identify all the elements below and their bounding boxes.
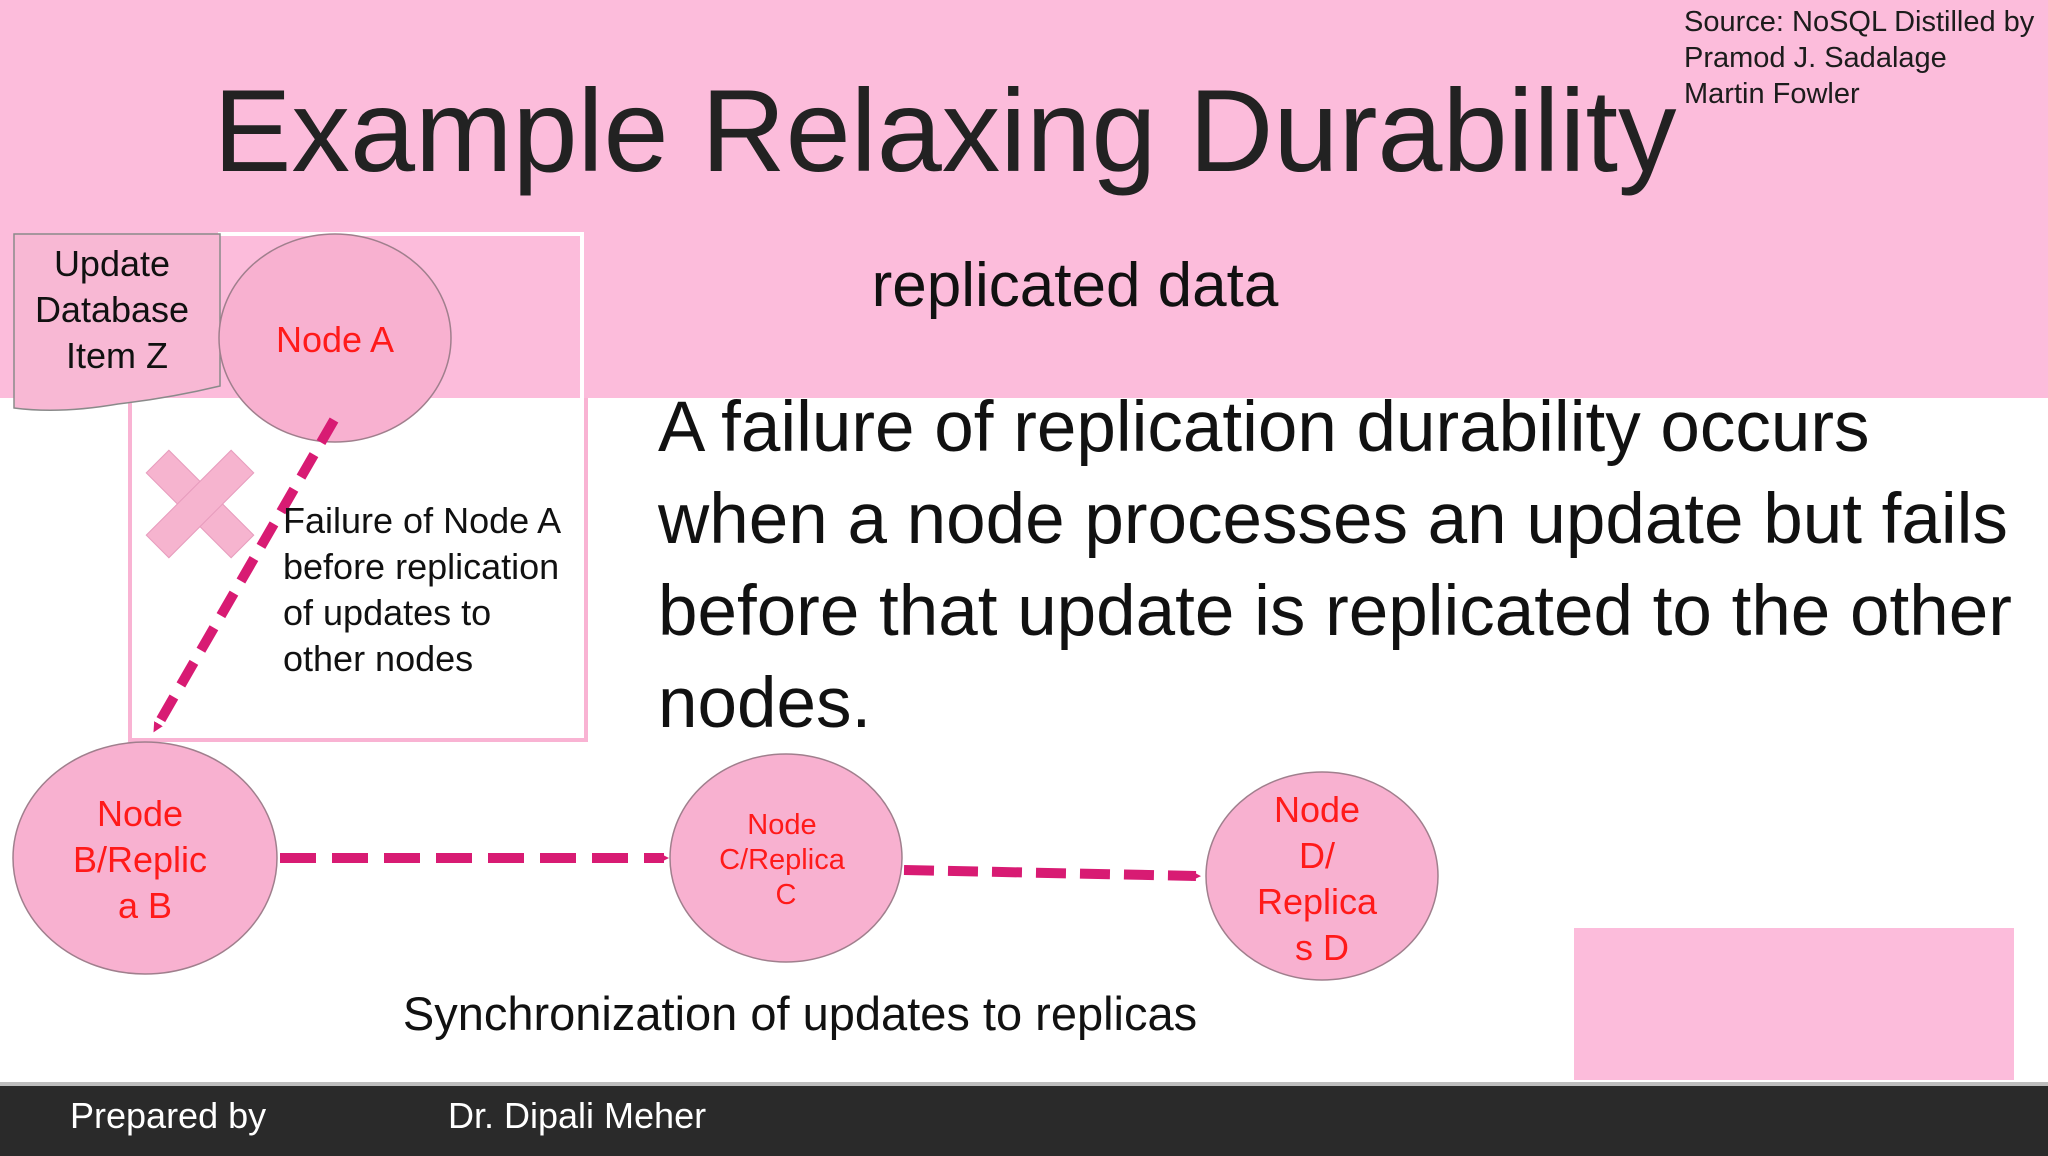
node-b — [12, 741, 278, 975]
node-c — [669, 753, 903, 963]
slide-subtitle: replicated data — [871, 251, 1279, 320]
node-a-label: Node A — [276, 319, 394, 360]
source-note: Source: NoSQL Distilled by Pramod J. Sad… — [1684, 6, 2035, 110]
node-d — [1205, 771, 1439, 981]
document-shape — [13, 233, 221, 411]
cross-icon — [145, 449, 255, 559]
document-line: Database — [35, 289, 189, 330]
node-b-label: Node B/Replic a B — [73, 793, 217, 926]
footer-prepared-by: Prepared by — [70, 1095, 267, 1136]
arrow-c-to-d — [903, 865, 1201, 881]
arrow-a-to-b — [151, 417, 339, 733]
diagram-caption: Synchronization of updates to replicas — [402, 987, 1198, 1040]
failure-note: Failure of Node A before replication of … — [283, 500, 562, 679]
node-a — [218, 233, 452, 443]
failure-box-top-border — [218, 232, 584, 402]
document-line: Item Z — [66, 335, 168, 376]
footer-bar — [0, 1082, 2048, 1156]
definition-paragraph: A failure of replication durability occu… — [658, 388, 2012, 743]
slide-title: Example Relaxing Durability — [213, 65, 1677, 196]
document-shape-label: Update Database Item Z — [35, 243, 199, 376]
node-d-label: Node D/ Replica s D — [1257, 789, 1387, 968]
document-line: Update — [54, 243, 170, 284]
node-c-label: Node C/Replica C — [719, 809, 853, 911]
decorative-pink-block — [1574, 928, 2014, 1080]
failure-box — [128, 398, 588, 742]
footer-author-name: Dr. Dipali Meher — [448, 1095, 707, 1136]
